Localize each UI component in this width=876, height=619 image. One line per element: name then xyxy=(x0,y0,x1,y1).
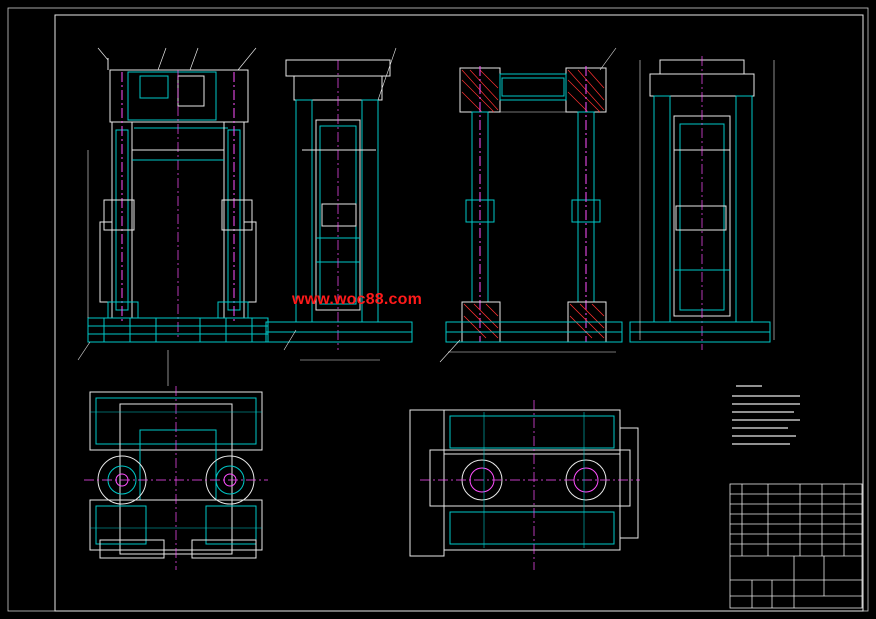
title-block xyxy=(729,483,863,609)
plan-view-left xyxy=(84,386,268,570)
section-view xyxy=(439,47,623,363)
inner-border xyxy=(54,14,864,612)
plan-view-right xyxy=(409,400,640,570)
watermark-text: www.woc88.com xyxy=(292,291,423,308)
outer-border xyxy=(7,7,869,612)
technical-notes xyxy=(732,385,800,445)
front-elevation-view xyxy=(77,47,269,386)
side-elevation-view xyxy=(265,47,413,361)
right-elevation-view xyxy=(629,56,775,350)
